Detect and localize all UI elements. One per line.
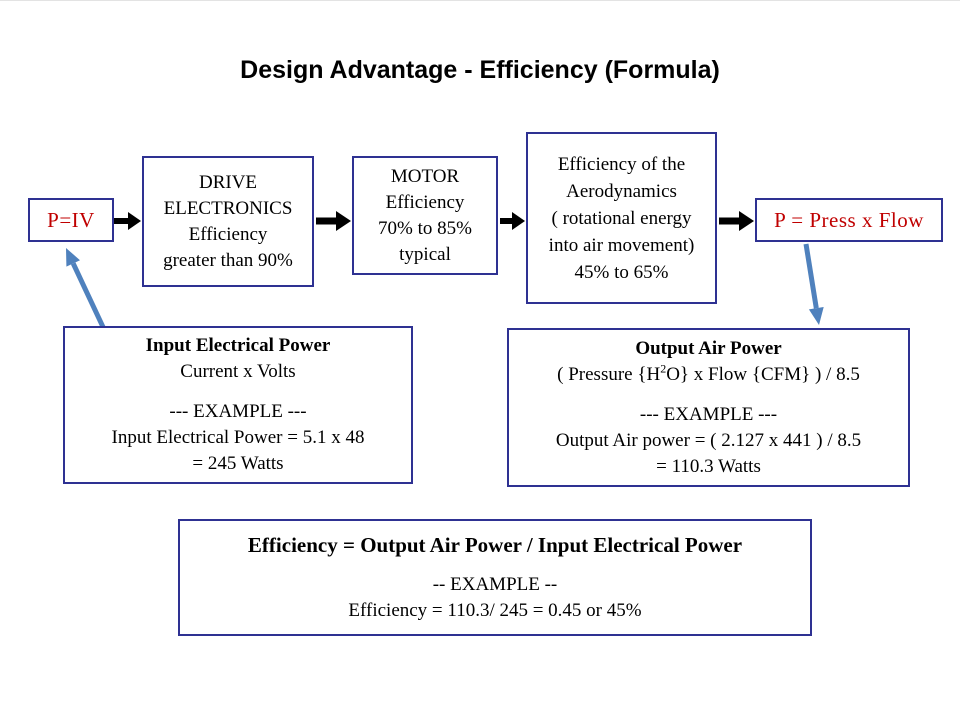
drive-line: Efficiency xyxy=(188,223,268,245)
output-box-formula: ( Pressure {H2O} x Flow {CFM} ) / 8.5 xyxy=(557,362,860,388)
input-box-example-line2: = 245 Watts xyxy=(192,453,284,474)
motor-line: typical xyxy=(399,243,451,265)
arrow-right-icon xyxy=(316,211,351,231)
aero-line: Efficiency of the xyxy=(557,153,686,175)
drive-line: ELECTRONICS xyxy=(163,197,293,219)
efficiency-box-example-line1: Efficiency = 110.3/ 245 = 0.45 or 45% xyxy=(348,599,642,621)
output-formula-sup: 2 xyxy=(660,361,667,376)
p-iv-box: P=IV xyxy=(28,198,114,242)
efficiency-box-example-label: -- EXAMPLE -- xyxy=(432,573,558,595)
input-box-title: Input Electrical Power xyxy=(145,335,331,356)
efficiency-formula-box: Efficiency = Output Air Power / Input El… xyxy=(178,519,812,636)
arrow-up-left-icon xyxy=(66,248,106,329)
page-title: Design Advantage - Efficiency (Formula) xyxy=(240,56,720,84)
drive-electronics-box: DRIVE ELECTRONICS Efficiency greater tha… xyxy=(142,156,314,287)
output-box-example-line1: Output Air power = ( 2.127 x 441 ) / 8.5 xyxy=(555,429,862,451)
drive-line: greater than 90% xyxy=(163,249,293,271)
output-box-title: Output Air Power xyxy=(635,337,782,359)
aero-line: into air movement) xyxy=(548,234,695,256)
aero-line: Aerodynamics xyxy=(566,180,677,202)
input-box-formula: Current x Volts xyxy=(180,361,296,382)
motor-efficiency-box: MOTOR Efficiency 70% to 85% typical xyxy=(352,156,498,275)
motor-line: 70% to 85% xyxy=(378,217,472,239)
arrow-down-icon xyxy=(803,243,824,325)
p-press-flow-box: P = Press x Flow xyxy=(755,198,943,242)
output-box-example-line2: = 110.3 Watts xyxy=(656,455,761,477)
efficiency-box-title: Efficiency = Output Air Power / Input El… xyxy=(247,532,743,557)
p-iv-label: P=IV xyxy=(47,207,95,232)
drive-line: DRIVE xyxy=(198,171,258,193)
output-box-example-label: --- EXAMPLE --- xyxy=(639,403,778,425)
input-box-example-label: --- EXAMPLE --- xyxy=(169,401,307,422)
input-box-example-line1: Input Electrical Power = 5.1 x 48 xyxy=(111,427,365,448)
aero-line: 45% to 65% xyxy=(574,261,669,283)
output-formula-pre: ( Pressure {H xyxy=(557,363,661,385)
aero-line: ( rotational energy xyxy=(551,207,692,229)
motor-line: Efficiency xyxy=(385,191,465,213)
output-air-power-box: Output Air Power ( Pressure {H2O} x Flow… xyxy=(507,328,910,487)
aerodynamics-efficiency-box: Efficiency of the Aerodynamics ( rotatio… xyxy=(526,132,717,304)
arrow-right-icon xyxy=(500,212,525,230)
output-formula-post: O} x Flow {CFM} ) / 8.5 xyxy=(666,363,860,385)
arrow-right-icon xyxy=(719,211,754,231)
p-press-flow-label: P = Press x Flow xyxy=(774,207,924,232)
input-electrical-power-box: Input Electrical Power Current x Volts -… xyxy=(63,326,413,484)
arrow-right-icon xyxy=(114,212,141,230)
motor-line: MOTOR xyxy=(390,165,460,187)
